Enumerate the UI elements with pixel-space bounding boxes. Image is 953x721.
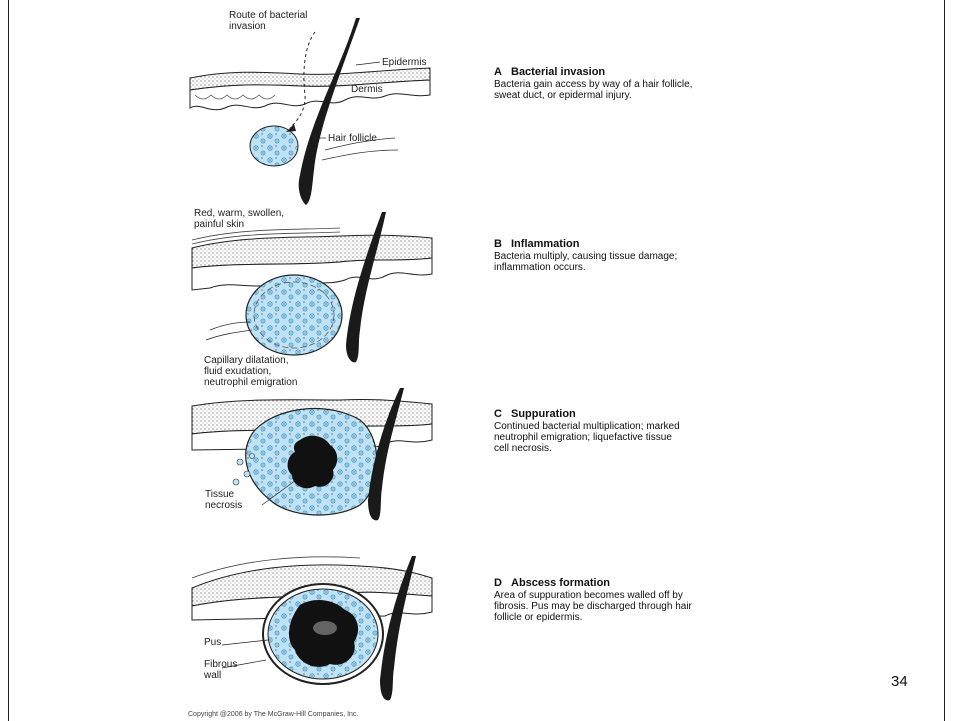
panel-description: Bacteria multiply, causing tissue damage… [494,251,804,273]
label-tissue-necrosis: Tissue necrosis [205,489,242,511]
panel-letter: C [494,408,511,421]
panel-description: Bacteria gain access by way of a hair fo… [494,79,804,101]
panel-description: Area of suppuration becomes walled off b… [494,590,804,623]
panel-b-illustration [192,212,432,362]
label-epidermis: Epidermis [382,57,426,68]
panel-letter: D [494,577,511,590]
page-number: 34 [891,673,908,690]
label-red-warm-skin: Red, warm, swollen, painful skin [194,208,284,230]
label-capillary-dilatation: Capillary dilatation, fluid exudation, n… [204,355,297,388]
panel-a-text: ABacterial invasion Bacteria gain access… [494,66,804,101]
panel-description: Continued bacterial multiplication; mark… [494,421,804,454]
panel-title: Inflammation [511,238,579,250]
panel-title: Bacterial invasion [511,66,605,78]
panel-letter: B [494,238,511,251]
label-route-of-invasion: Route of bacterial invasion [229,10,307,32]
label-dermis: Dermis [351,84,383,95]
panel-a-illustration [190,18,430,205]
panel-letter: A [494,66,511,79]
panel-title: Suppuration [511,408,576,420]
label-fibrous-wall: Fibrous wall [204,659,237,681]
panel-c-text: CSuppuration Continued bacterial multipl… [494,408,804,454]
label-pus: Pus [204,637,221,648]
panel-b-text: BInflammation Bacteria multiply, causing… [494,238,804,273]
panel-d-text: DAbscess formation Area of suppuration b… [494,577,804,623]
panel-title: Abscess formation [511,577,610,589]
label-hair-follicle: Hair follicle [328,133,377,144]
copyright-notice: Copyright @2006 by The McGraw-Hill Compa… [188,711,358,718]
